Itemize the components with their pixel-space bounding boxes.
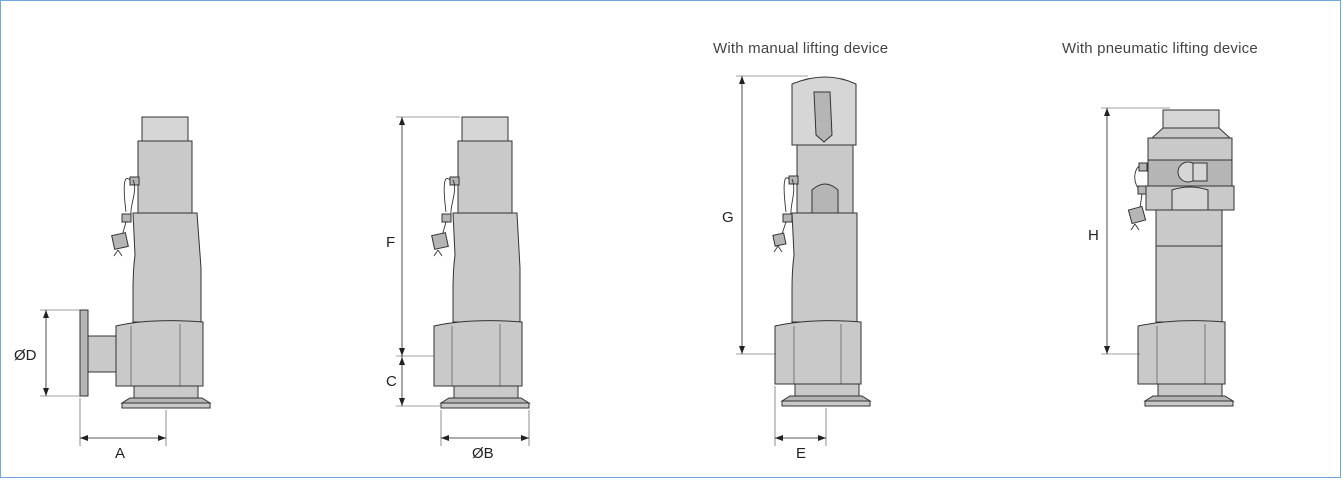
dimension-label-g: G xyxy=(722,209,734,226)
dimension-f: F xyxy=(386,116,460,357)
dimension-a: A xyxy=(79,398,167,462)
dimension-label-d: ØD xyxy=(14,347,37,364)
dimension-label-e: E xyxy=(796,445,806,462)
dimension-label-h: H xyxy=(1088,227,1099,244)
caption-manual-lifting: With manual lifting device xyxy=(713,40,888,57)
valve-straight xyxy=(431,116,531,409)
dimension-label-c: C xyxy=(386,373,397,390)
dimension-b: ØB xyxy=(440,410,530,462)
valve-angle xyxy=(79,116,212,409)
dimension-c: C xyxy=(386,356,441,407)
dimension-h: H xyxy=(1088,107,1170,355)
valve-pneumatic-lifting xyxy=(1127,109,1235,407)
dimension-label-f: F xyxy=(386,234,395,251)
dimension-d: ØD xyxy=(14,309,80,397)
dimension-g: G xyxy=(722,75,808,355)
dimension-label-b: ØB xyxy=(472,445,494,462)
valve-manual-lifting xyxy=(772,76,872,407)
caption-pneumatic-lifting: With pneumatic lifting device xyxy=(1062,40,1258,57)
dimension-e: E xyxy=(774,386,827,462)
dimension-label-a: A xyxy=(115,445,125,462)
